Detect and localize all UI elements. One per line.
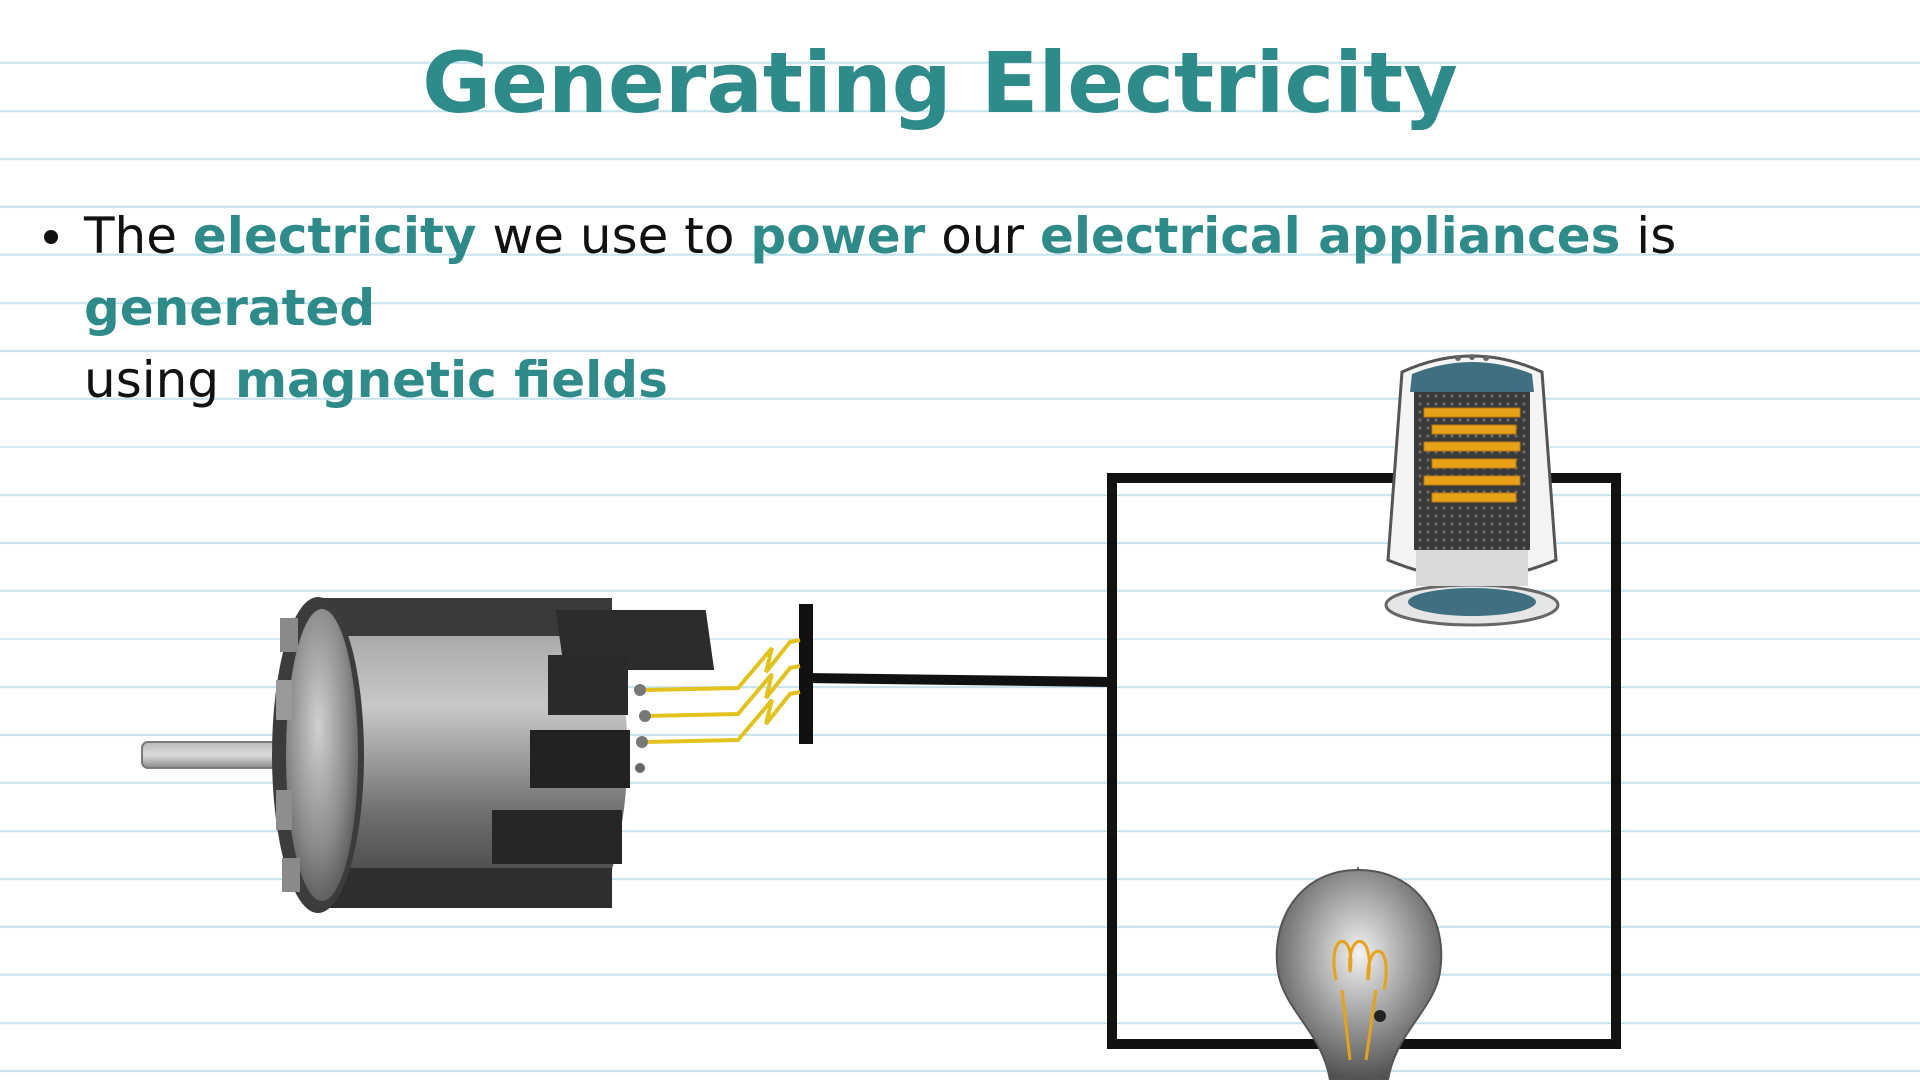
- keyword-electricity: electricity: [192, 207, 477, 265]
- keyword-electrical-appliances: electrical appliances: [1039, 207, 1621, 265]
- bullet-point: The electricity we use to power our elec…: [40, 200, 1880, 416]
- bullet-text: The electricity we use to power our elec…: [84, 200, 1880, 416]
- bullet-text-5: using: [84, 351, 235, 409]
- keyword-magnetic-fields: magnetic fields: [234, 351, 668, 409]
- space-heater-icon: [1384, 354, 1560, 627]
- bullet-text-1: The: [84, 207, 193, 265]
- light-bulb-icon: [1275, 866, 1443, 1080]
- terminal-bar: [799, 604, 813, 744]
- slide-title: Generating Electricity: [422, 34, 1458, 132]
- zigzag-wires-icon: [644, 638, 801, 744]
- bullet-text-3: our: [925, 207, 1040, 265]
- keyword-generated: generated: [84, 279, 376, 337]
- bullet-text-2: we use to: [476, 207, 751, 265]
- keyword-power: power: [750, 207, 926, 265]
- connecting-wire: [805, 673, 1113, 687]
- bullet-dot-icon: [44, 230, 58, 244]
- generator-icon: [141, 597, 715, 913]
- bullet-text-4: is: [1620, 207, 1677, 265]
